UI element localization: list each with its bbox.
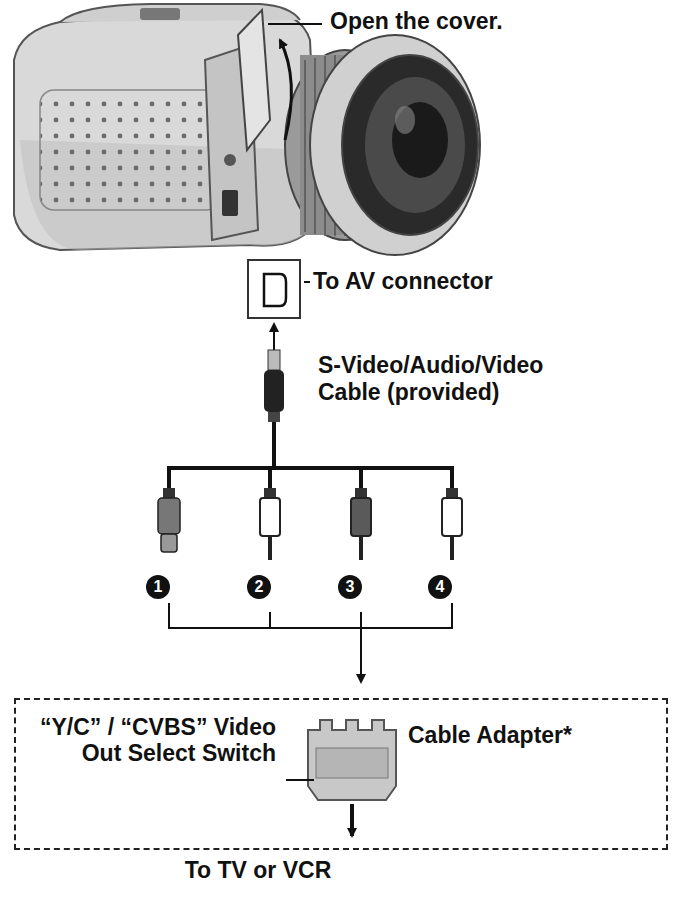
adapter-label: Cable Adapter* [408, 722, 572, 748]
callout-number: 2 [247, 575, 271, 599]
leader-line [268, 23, 322, 25]
adapter-region: “Y/C” / “CVBS” Video Out Select Switch Ca… [14, 698, 668, 850]
cable-label: S-Video/Audio/Video Cable (provided) [318, 352, 578, 406]
callout-number: 3 [338, 575, 362, 599]
callout-number: 1 [146, 575, 170, 599]
callout-number: 4 [428, 575, 452, 599]
av-connector [248, 260, 310, 318]
destination-label: To TV or VCR [0, 857, 676, 884]
s-video-plug [158, 488, 180, 552]
bracket [169, 603, 452, 682]
insert-arrow [273, 324, 275, 350]
rca-plugs [260, 488, 462, 560]
connector-label: To AV connector [313, 268, 493, 295]
caption-label: Open the cover. [330, 8, 503, 35]
camcorder [14, 4, 480, 255]
switch-label: “Y/C” / “CVBS” Video Out Select Switch [26, 714, 276, 766]
